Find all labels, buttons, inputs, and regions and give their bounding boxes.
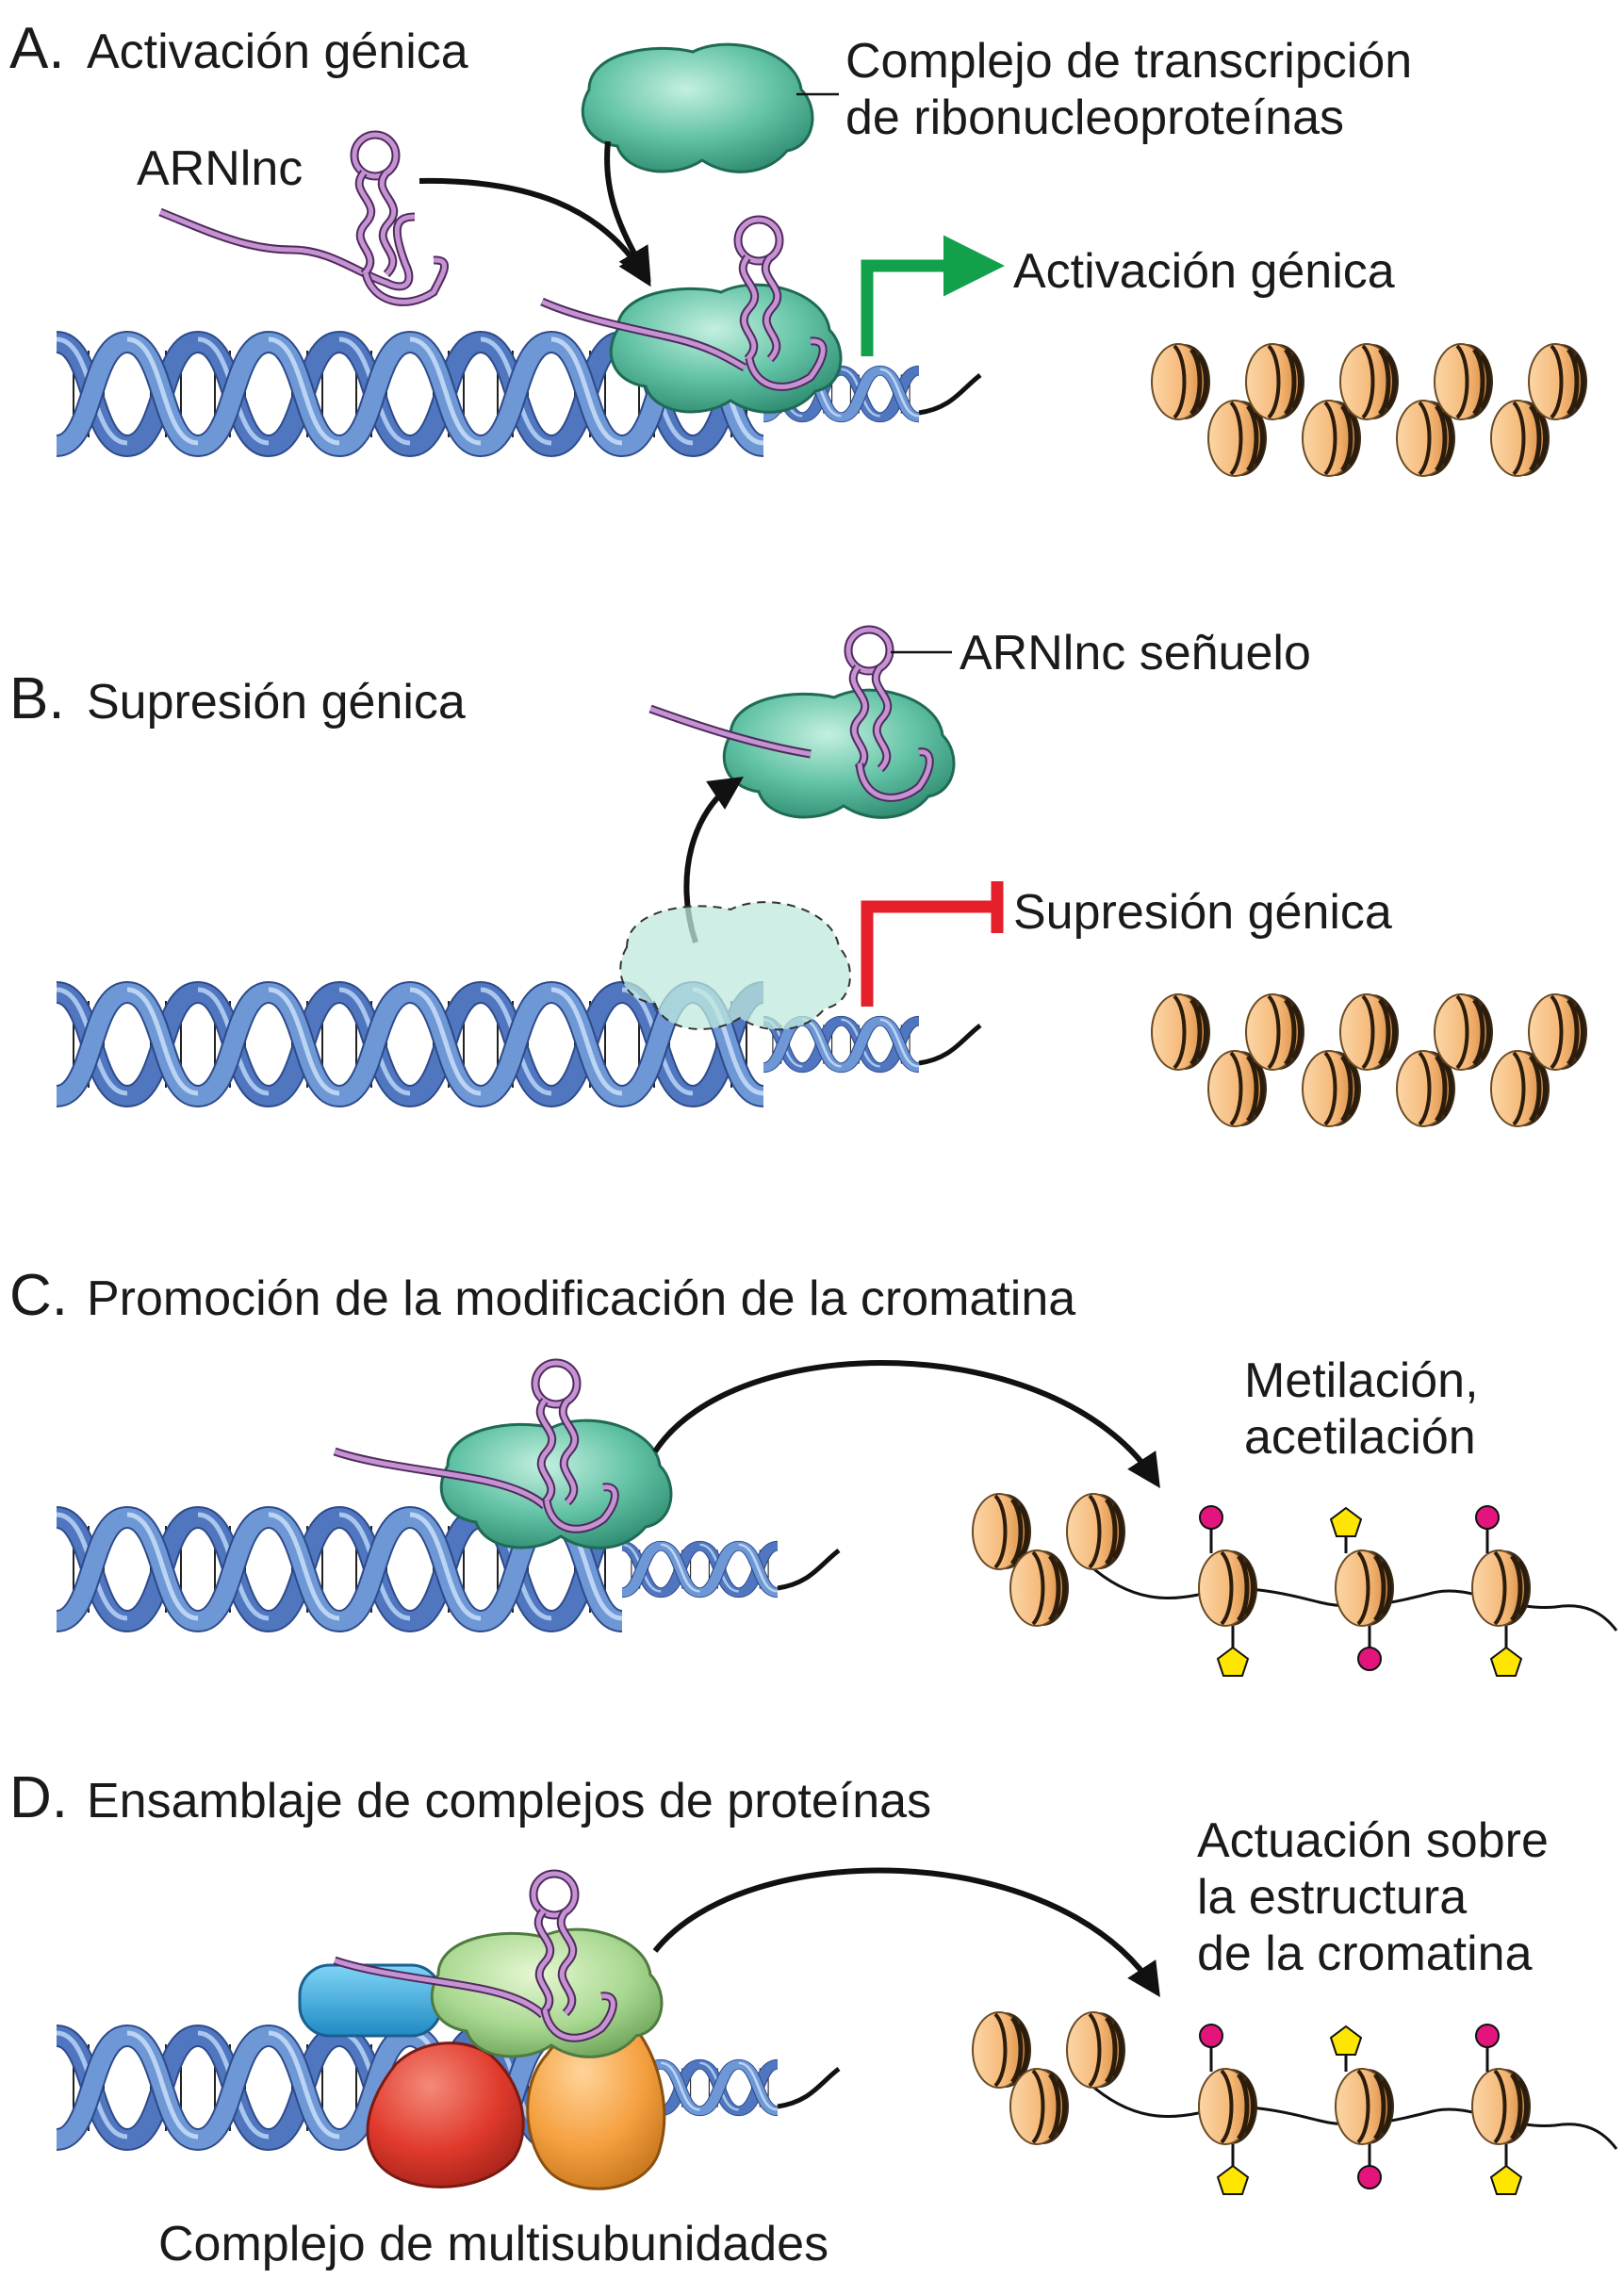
dna-helix-b	[57, 990, 982, 1096]
free-lncrna	[158, 135, 449, 306]
structure-arrow	[652, 1867, 1160, 1998]
suppression-label: Supresión génica	[1013, 885, 1392, 940]
section-c: C. Promoción de la modificación de la cr…	[9, 1263, 1618, 1677]
modification-arrow	[652, 1359, 1160, 1489]
acetyl-mark	[1329, 2025, 1363, 2056]
nucleosomes-c	[973, 1494, 1531, 1626]
histone-marks-c	[1199, 1505, 1523, 1677]
methyl-mark	[1357, 1647, 1382, 1671]
section-c-letter: C.	[9, 1263, 68, 1328]
activation-arrow	[861, 235, 1005, 356]
section-b-title: Supresión génica	[87, 675, 466, 730]
complex-label-line2: de ribonucleoproteínas	[845, 90, 1344, 145]
section-d: D. Ensamblaje de complejos de proteínas …	[9, 1765, 1618, 2271]
action-label-line3: de la cromatina	[1197, 1926, 1533, 1981]
section-d-letter: D.	[9, 1765, 68, 1830]
complex-label-line1: Complejo de transcripción	[845, 34, 1412, 89]
section-a: A. Activación génica ARNlnc Complejo de …	[9, 16, 1587, 476]
lncrna-label: ARNlnc	[137, 141, 303, 196]
dna-helix-c	[57, 1515, 841, 1621]
multisubunit-label: Complejo de multisubunidades	[158, 2217, 828, 2271]
acetyl-mark	[1489, 2164, 1523, 2195]
section-a-letter: A.	[9, 16, 65, 81]
mod-label-line1: Metilación,	[1244, 1353, 1479, 1408]
action-label-line2: la estructura	[1197, 1870, 1467, 1925]
nucleosomes-a	[1152, 344, 1587, 476]
section-b: B. Supresión génica ARNlnc señuelo	[9, 626, 1587, 1126]
methyl-mark	[1199, 2024, 1223, 2048]
action-label-line1: Actuación sobre	[1197, 1813, 1549, 1868]
nucleosomes-b	[1152, 994, 1587, 1126]
suppression-line	[861, 900, 994, 1007]
acetyl-mark	[1329, 1506, 1363, 1537]
acetyl-mark	[1216, 1646, 1250, 1677]
methyl-mark	[1475, 1505, 1500, 1530]
section-c-title: Promoción de la modificación de la croma…	[87, 1271, 1075, 1326]
section-b-letter: B.	[9, 666, 65, 731]
free-rnp-complex	[581, 42, 814, 173]
decoy-label: ARNlnc señuelo	[960, 626, 1311, 680]
section-a-title: Activación génica	[87, 25, 468, 79]
binding-arrow-complex	[604, 140, 651, 283]
mod-label-line2: acetilación	[1244, 1410, 1476, 1465]
activation-label: Activación génica	[1013, 244, 1395, 299]
methyl-mark	[1199, 1505, 1223, 1530]
bound-complex-a	[540, 220, 843, 414]
dna-helix-a	[57, 339, 982, 446]
methyl-mark	[1357, 2165, 1382, 2189]
chromatin-modifier-complex	[333, 1363, 673, 1549]
methyl-mark	[1475, 2024, 1500, 2048]
section-d-title: Ensamblaje de complejos de proteínas	[87, 1774, 931, 1828]
dna-helix-d	[57, 2033, 841, 2140]
subunit-red	[366, 2041, 525, 2189]
nucleosomes-d	[973, 2012, 1531, 2144]
histone-marks-d	[1199, 2024, 1523, 2195]
multisubunit-complex	[298, 1874, 666, 2190]
decoy-complex	[648, 630, 956, 819]
acetyl-mark	[1489, 1646, 1523, 1677]
acetyl-mark	[1216, 2164, 1250, 2195]
